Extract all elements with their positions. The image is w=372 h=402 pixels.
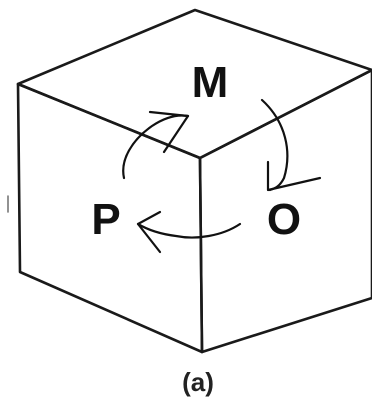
arrow-m-to-o-head [266, 160, 322, 192]
face-label-right: O [267, 195, 301, 244]
arrow-m-to-o [260, 98, 289, 192]
cycle-arrows [122, 98, 322, 254]
arrow-o-to-p-head [136, 210, 162, 254]
face-label-left: P [91, 195, 120, 244]
cube [16, 8, 372, 354]
arrow-p-to-m [122, 114, 190, 180]
figure-caption: (a) [182, 367, 214, 397]
arrow-p-to-m-head [148, 110, 190, 154]
cube-right-face [198, 68, 372, 354]
face-label-top: M [192, 58, 229, 107]
arrow-o-to-p [136, 222, 242, 239]
